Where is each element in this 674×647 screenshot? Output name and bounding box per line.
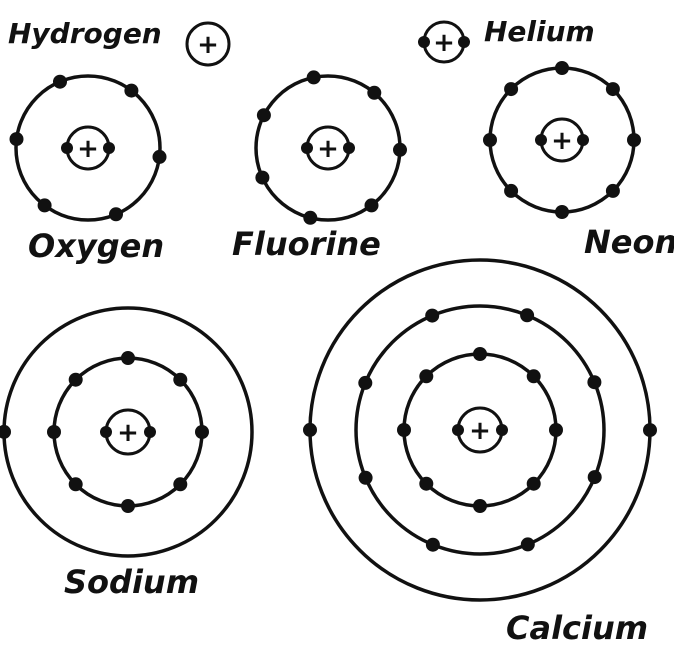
calcium-electron	[527, 369, 541, 383]
calcium-electron	[397, 423, 411, 437]
sodium-electron	[69, 477, 83, 491]
calcium-electron	[359, 471, 373, 485]
calcium-electron	[419, 369, 433, 383]
fluorine-inner-electron	[301, 142, 313, 154]
oxygen-inner-electron	[61, 142, 73, 154]
oxygen-electron	[10, 132, 24, 146]
oxygen-electron	[153, 150, 167, 164]
fluorine-electron	[257, 108, 271, 122]
neon-inner-electron	[535, 134, 547, 146]
label-oxygen: Oxygen	[28, 230, 164, 262]
helium-inner-electron	[458, 36, 470, 48]
sodium-electron	[47, 425, 61, 439]
oxygen-inner-electron	[103, 142, 115, 154]
fluorine-electron	[393, 143, 407, 157]
calcium-inner-electron	[496, 424, 508, 436]
fluorine-electron	[303, 211, 317, 225]
calcium-nucleus-sign: +	[469, 416, 491, 446]
calcium-electron	[520, 308, 534, 322]
oxygen-electron	[109, 207, 123, 221]
fluorine-electron	[255, 171, 269, 185]
sodium-electron	[121, 499, 135, 513]
fluorine-nucleus-sign: +	[317, 134, 339, 164]
neon-electron	[504, 184, 518, 198]
sodium-electron	[69, 373, 83, 387]
calcium-electron	[419, 477, 433, 491]
fluorine-electron	[367, 86, 381, 100]
calcium-electron	[587, 375, 601, 389]
neon-inner-electron	[577, 134, 589, 146]
sodium-nucleus-sign: +	[117, 418, 139, 448]
neon-electron	[627, 133, 641, 147]
oxygen-electron	[38, 198, 52, 212]
oxygen-electron	[124, 84, 138, 98]
label-calcium: Calcium	[506, 612, 648, 644]
label-fluorine: Fluorine	[232, 228, 381, 260]
label-sodium: Sodium	[64, 566, 199, 598]
calcium-electron	[426, 538, 440, 552]
sodium-electron	[0, 425, 11, 439]
label-helium: Helium	[484, 18, 595, 46]
calcium-inner-electron	[452, 424, 464, 436]
neon-electron	[483, 133, 497, 147]
calcium-electron	[473, 499, 487, 513]
fluorine-electron	[307, 70, 321, 84]
fluorine-inner-electron	[343, 142, 355, 154]
helium-inner-electron	[418, 36, 430, 48]
calcium-electron	[303, 423, 317, 437]
calcium-electron	[643, 423, 657, 437]
helium-nucleus-sign: +	[433, 28, 455, 58]
calcium-electron	[425, 309, 439, 323]
calcium-electron	[527, 477, 541, 491]
oxygen-nucleus-sign: +	[77, 134, 99, 164]
calcium-electron	[521, 537, 535, 551]
neon-nucleus-sign: +	[551, 126, 573, 156]
sodium-electron	[173, 477, 187, 491]
fluorine-electron	[365, 198, 379, 212]
label-hydrogen: Hydrogen	[8, 20, 162, 48]
calcium-electron	[473, 347, 487, 361]
sodium-inner-electron	[100, 426, 112, 438]
hydrogen-nucleus-sign: +	[197, 30, 219, 60]
neon-electron	[504, 82, 518, 96]
oxygen-electron	[53, 75, 67, 89]
sodium-electron	[195, 425, 209, 439]
sodium-electron	[173, 373, 187, 387]
neon-electron	[555, 205, 569, 219]
calcium-electron	[549, 423, 563, 437]
neon-electron	[606, 82, 620, 96]
neon-electron	[555, 61, 569, 75]
label-neon: Neon	[584, 226, 674, 258]
neon-electron	[606, 184, 620, 198]
calcium-electron	[588, 470, 602, 484]
calcium-electron	[358, 376, 372, 390]
sodium-inner-electron	[144, 426, 156, 438]
sodium-electron	[121, 351, 135, 365]
